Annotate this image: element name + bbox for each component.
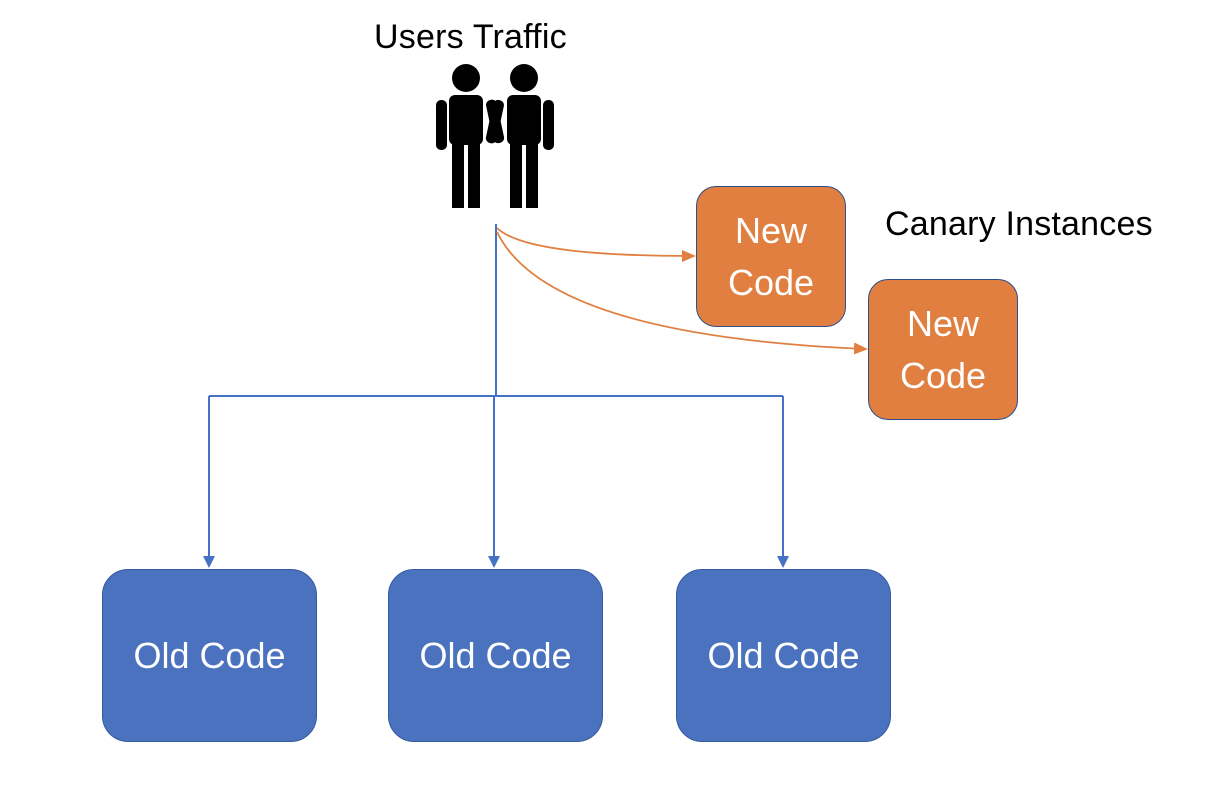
old-instance-label: Old Code bbox=[133, 634, 286, 676]
arrow-to-new-2 bbox=[496, 231, 868, 355]
canary-instance-label-line2: Code bbox=[899, 354, 987, 396]
canary-instance-label-line2: Code bbox=[727, 261, 815, 303]
arrow-to-new-1 bbox=[496, 227, 696, 262]
old-traffic-connectors bbox=[203, 224, 789, 568]
old-instance-label: Old Code bbox=[707, 634, 860, 676]
old-instance-3: Old Code bbox=[676, 569, 891, 742]
canary-instance-label-line1: New bbox=[906, 302, 980, 344]
canary-instance-2: New Code bbox=[868, 279, 1018, 420]
old-instance-label: Old Code bbox=[419, 634, 572, 676]
users-traffic-title: Users Traffic bbox=[374, 18, 567, 56]
old-instance-2: Old Code bbox=[388, 569, 603, 742]
canary-traffic-connectors bbox=[496, 227, 868, 355]
old-instance-1: Old Code bbox=[102, 569, 317, 742]
canary-instances-title: Canary Instances bbox=[885, 205, 1153, 243]
users-people-icon bbox=[436, 64, 554, 208]
canary-instance-label-line1: New bbox=[734, 209, 808, 251]
canary-instance-1: New Code bbox=[696, 186, 846, 327]
